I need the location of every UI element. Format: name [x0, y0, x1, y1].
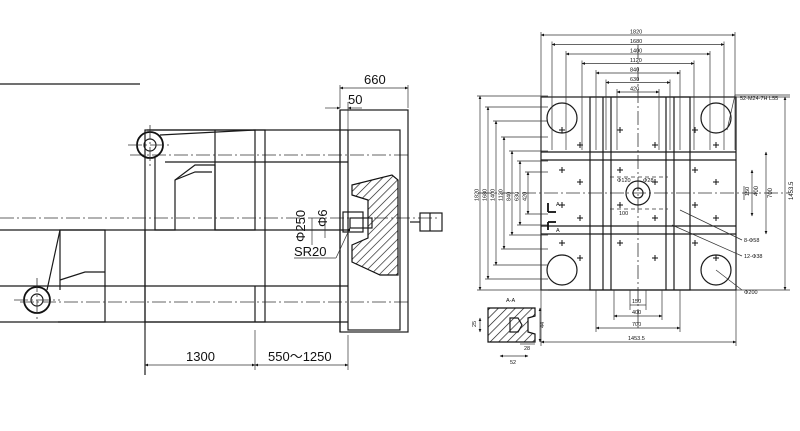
dim-right-400: 400 — [754, 185, 760, 196]
dim-bottom-1453: 1453.5 — [628, 336, 645, 342]
threaded-hole-mark — [713, 179, 719, 185]
height-dim-label: 1680 — [483, 189, 489, 201]
threaded-hole-mark — [652, 179, 658, 185]
threaded-hole-mark — [617, 240, 623, 246]
dim-550-1250: 550～1250 — [268, 349, 332, 364]
height-dim-label: 840 — [507, 192, 513, 201]
dim-phi250: Φ250 — [293, 210, 308, 242]
label-12-phi38: 12-Φ38 — [744, 254, 762, 260]
label-8-phi58: 8-Φ58 — [744, 238, 759, 244]
section-a-a: A-A 25 44 28 52 — [472, 298, 546, 366]
dim-right-150: 150 — [745, 187, 751, 196]
center-locating-ring — [625, 180, 651, 206]
dim-bottom-150: 150 — [632, 299, 641, 305]
t-slot-section — [487, 307, 536, 343]
height-dim-label: 630 — [515, 192, 521, 201]
threaded-hole-mark — [559, 240, 565, 246]
sec-d3: 28 — [524, 346, 530, 352]
threaded-hole-mark — [652, 215, 658, 221]
threaded-hole-mark — [713, 255, 719, 261]
dim-50: 50 — [348, 92, 362, 107]
width-dim-label: 840 — [630, 68, 639, 74]
dim-bottom-700: 700 — [632, 322, 641, 328]
threaded-hole-mark — [652, 255, 658, 261]
label-phi28: Φ28 — [643, 178, 654, 184]
width-dim-label: 1400 — [630, 49, 642, 55]
threaded-hole-mark — [713, 142, 719, 148]
threaded-hole-mark — [692, 240, 698, 246]
tie-bar-hole-tr — [700, 102, 732, 134]
section-title: A-A — [506, 298, 516, 304]
dim-sr20: SR20 — [294, 244, 327, 259]
threaded-hole-mark — [559, 202, 565, 208]
threaded-hole-mark — [617, 202, 623, 208]
width-dimensions: 1820 1680 1400 1120 840 630 420 — [540, 30, 736, 150]
sec-d4: 52 — [510, 360, 516, 366]
sec-d2: 44 — [540, 322, 546, 328]
height-dim-label: 1820 — [475, 189, 481, 201]
width-dim-label: 1120 — [630, 58, 642, 64]
tie-bar-hole-bl — [546, 254, 578, 286]
section-mark-a-bottom: A — [556, 228, 560, 234]
threaded-hole-mark — [617, 127, 623, 133]
threaded-hole-mark — [692, 127, 698, 133]
threaded-holes — [559, 127, 719, 261]
threaded-hole-mark — [559, 167, 565, 173]
height-dim-label: 420 — [523, 192, 529, 201]
threaded-hole-mark — [692, 167, 698, 173]
sec-d1: 25 — [472, 321, 478, 327]
height-dim-label: 1120 — [499, 189, 505, 201]
height-dim-label: 1400 — [491, 189, 497, 201]
dim-phi6: Φ6 — [315, 209, 330, 227]
dim-right-700: 700 — [768, 187, 774, 198]
dim-1300: 1300 — [186, 349, 215, 364]
label-phi120: Φ120 — [617, 178, 631, 184]
width-dim-label: 420 — [630, 87, 639, 93]
threaded-hole-mark — [713, 215, 719, 221]
width-dim-label: 1680 — [630, 39, 642, 45]
width-dim-label: 1820 — [630, 30, 642, 36]
label-phi200: Φ200 — [744, 290, 758, 296]
dim-bottom-400: 400 — [632, 310, 641, 316]
threaded-hole-mark — [692, 202, 698, 208]
threaded-hole-mark — [577, 255, 583, 261]
dim-660: 660 — [364, 72, 386, 87]
threaded-hole-mark — [577, 179, 583, 185]
section-mark-a-top: A — [556, 202, 560, 208]
label-100: 100 — [619, 211, 628, 217]
threaded-hole-mark — [559, 127, 565, 133]
nozzle-bush-section — [351, 174, 399, 276]
dim-right-1453: 1453.5 — [789, 181, 795, 200]
threaded-hole-mark — [577, 215, 583, 221]
threaded-hole-mark — [652, 142, 658, 148]
side-view: 660 50 Φ250 Φ6 SR20 1300 550～1250 — [0, 72, 443, 375]
width-dim-label: 630 — [630, 77, 639, 83]
platen-outline — [540, 96, 737, 291]
threaded-hole-mark — [617, 167, 623, 173]
note-thread: 52-M24-7H L55 — [740, 96, 778, 102]
